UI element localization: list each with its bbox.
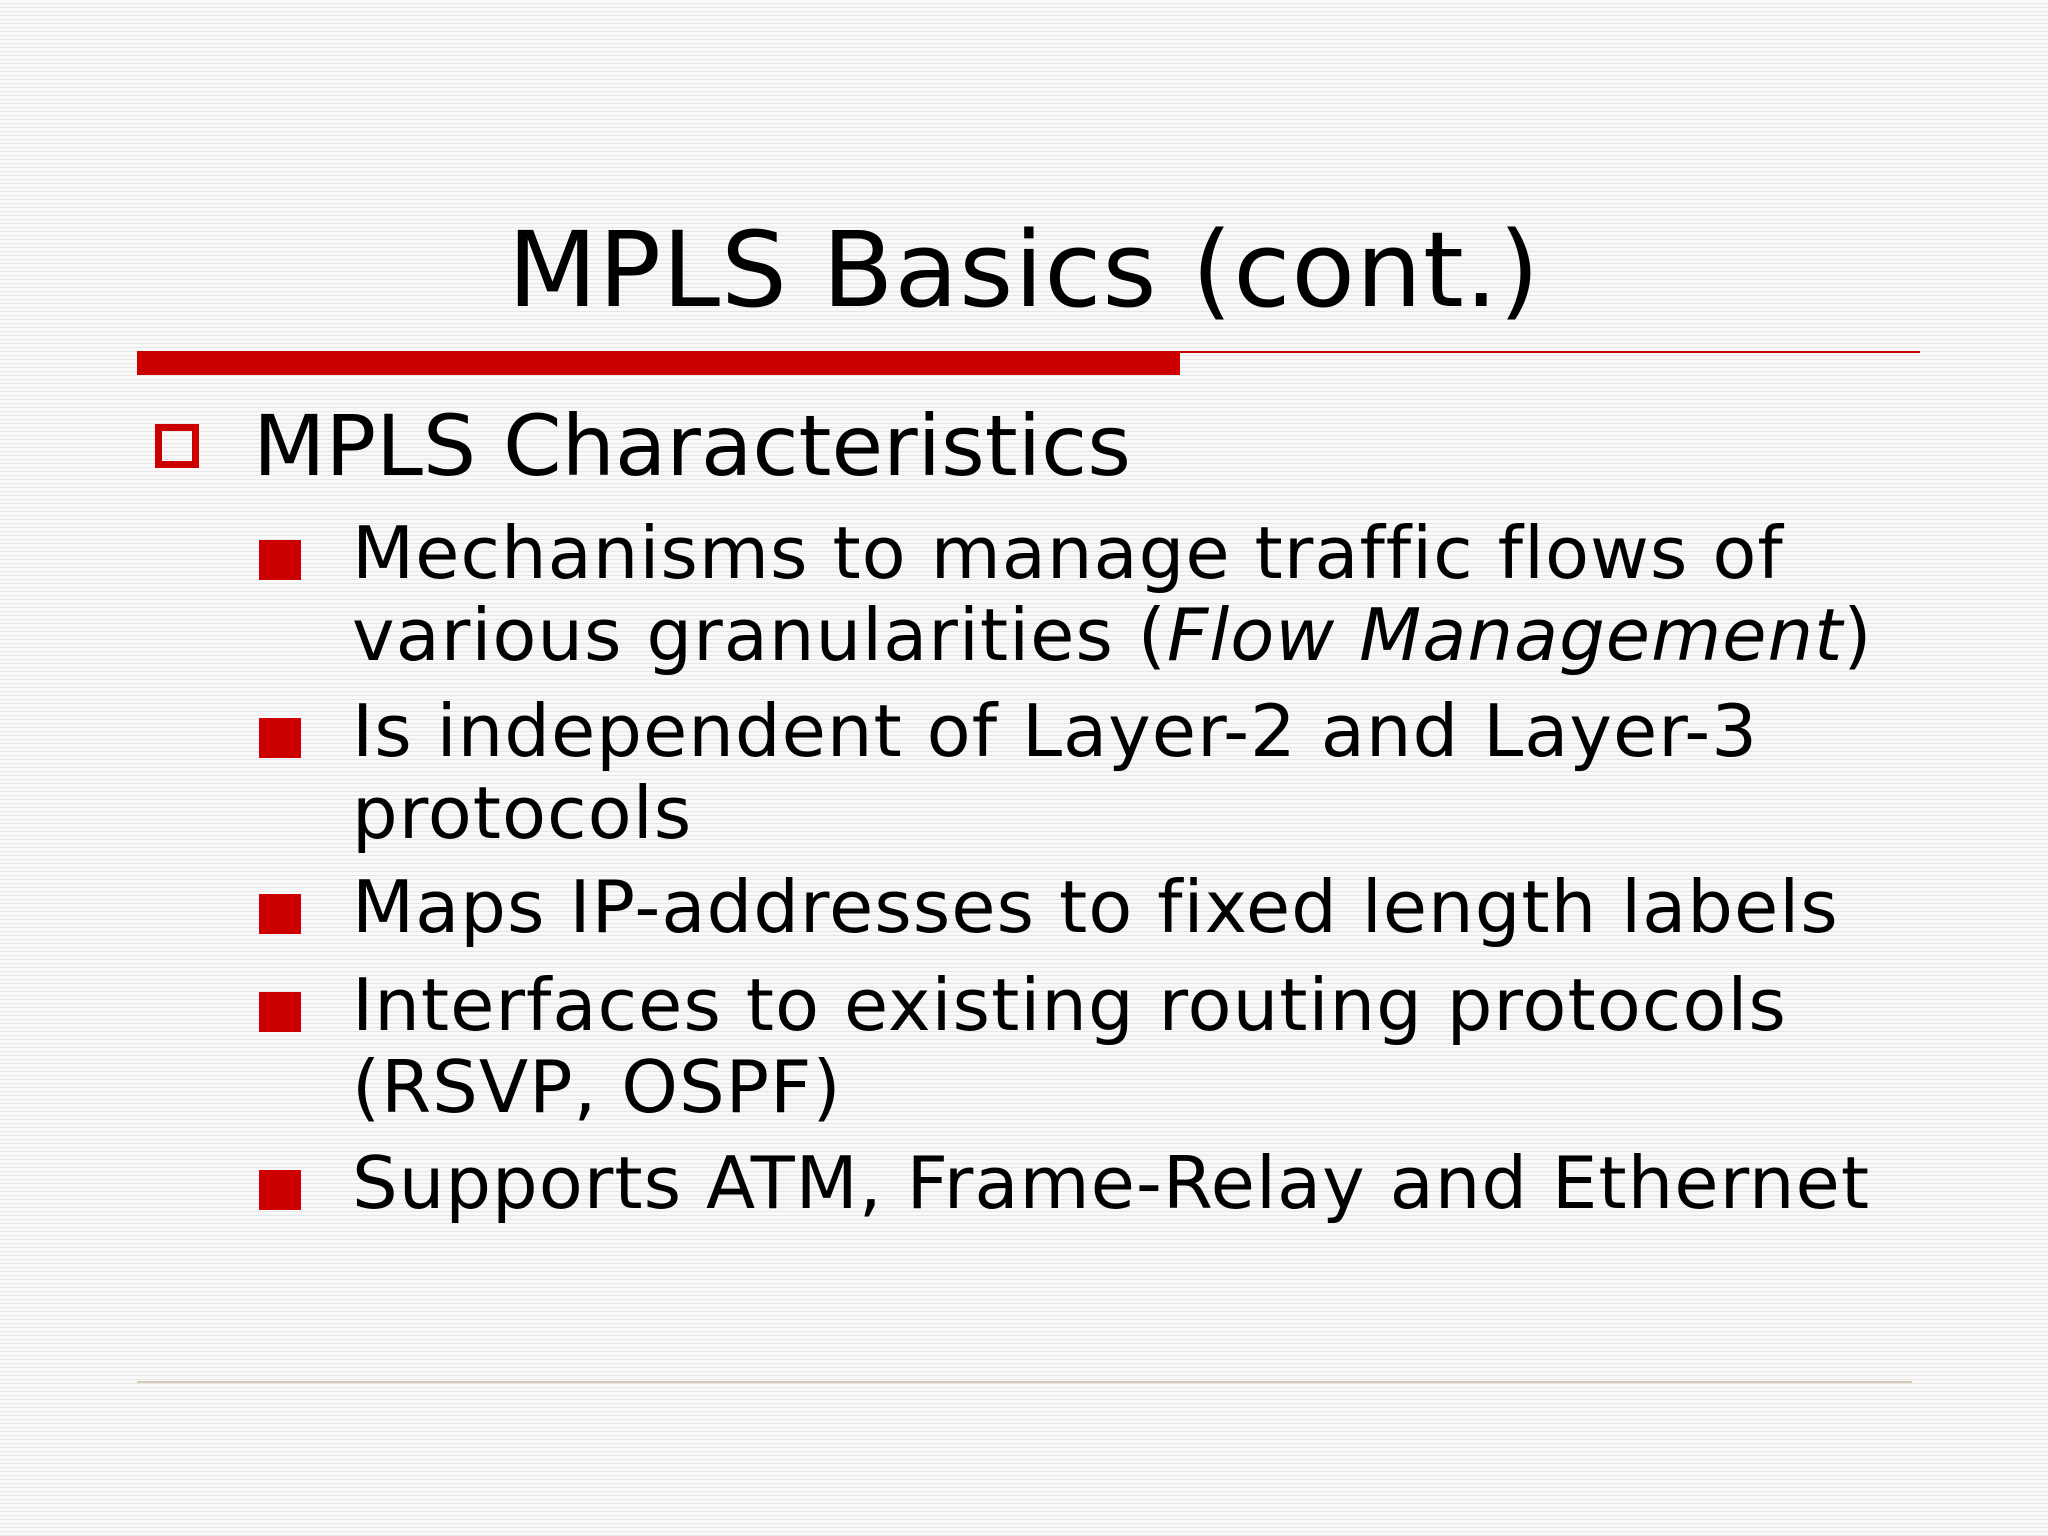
bullet-line: Maps IP-addresses to fixed length labels [352,865,1839,949]
bullet-text: Interfaces to existing routing protocols… [352,964,1972,1128]
bullet-line: Is independent of Layer-2 and Layer-3 [352,689,1759,773]
bullet-line: Mechanisms to manage traffic flows of [352,511,1784,595]
slide-title: MPLS Basics (cont.) [507,209,1541,331]
bullet-line: Supports ATM, Frame-Relay and Ethernet [352,1141,1871,1225]
title-underline-thin [1180,351,1920,353]
title-underline-thick [137,351,1180,375]
bullet-emphasis: Flow Management [1166,593,1844,677]
bullet-line: Interfaces to existing routing protocols [352,963,1787,1047]
bullet-text: Supports ATM, Frame-Relay and Ethernet [352,1142,1972,1224]
bullet-line: protocols [352,771,693,855]
bullet-text: Mechanisms to manage traffic flows of va… [352,512,1972,676]
hollow-square-icon [155,424,199,468]
filled-square-icon [259,718,301,758]
bullet-line: (RSVP, OSPF) [352,1045,842,1129]
heading-text: MPLS Characteristics [253,397,1131,495]
bullet-line: various granularities (Flow Management) [352,594,1972,676]
filled-square-icon [259,540,301,580]
bullet-text: Maps IP-addresses to fixed length labels [352,866,1972,948]
bullet-text-segment: various granularities ( [352,593,1167,677]
filled-square-icon [259,894,301,934]
filled-square-icon [259,992,301,1032]
bullet-text-segment: ) [1843,593,1873,677]
bullet-text: Is independent of Layer-2 and Layer-3 pr… [352,690,1972,854]
filled-square-icon [259,1170,301,1210]
footer-divider [137,1381,1912,1383]
